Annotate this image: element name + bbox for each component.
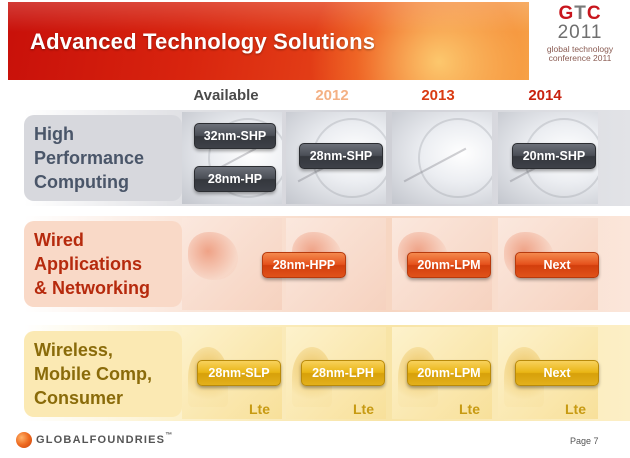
lte-logo-icon: Lte [249,401,270,417]
chip-next-wireless: Next [515,360,599,386]
gtc-logo-icon: GTC 2011 global technology conference 20… [534,4,626,80]
chip-20nm-lpm-wireless: 20nm-LPM [407,360,491,386]
column-header-2012: 2012 [315,87,349,104]
chip-20nm-shp: 20nm-SHP [512,143,596,169]
lte-logo-icon: Lte [565,401,586,417]
title-banner: Advanced Technology Solutions [8,2,529,80]
chip-28nm-shp: 28nm-SHP [299,143,383,169]
chip-20nm-lpm-wired: 20nm-LPM [407,252,491,278]
chip-32nm-shp: 32nm-SHP [194,123,276,149]
chip-28nm-lph: 28nm-LPH [301,360,385,386]
column-header-2013: 2013 [421,87,455,104]
slide-header: Advanced Technology Solutions GTC 2011 g… [0,0,630,82]
lte-logo-icon: Lte [353,401,374,417]
row-label-wired: Wired Applications & Networking [24,221,182,307]
gtc-subtitle-line2: conference 2011 [548,53,612,63]
chip-28nm-slp: 28nm-SLP [197,360,281,386]
chip-next-wired: Next [515,252,599,278]
lte-logo-icon: Lte [459,401,480,417]
speedometer-icon [418,118,492,198]
network-cable-icon [188,232,238,280]
globalfoundries-sphere-icon [16,432,32,448]
company-name: GLOBALFOUNDRIES [36,434,166,446]
gtc-letters: GTC [558,3,602,24]
row-label-wireless: Wireless, Mobile Comp, Consumer [24,331,182,417]
hpc-cell-2013 [392,112,492,204]
column-header-2014: 2014 [528,87,562,104]
column-header-available: Available [193,87,259,104]
chip-28nm-hp: 28nm-HP [194,166,276,192]
gtc-subtitle-line1: global technology [546,44,614,54]
speedometer-icon [208,118,282,198]
globalfoundries-logo-icon: GLOBALFOUNDRIES ™ [16,432,172,448]
chip-28nm-hpp: 28nm-HPP [262,252,346,278]
trademark-mark: ™ [165,432,173,439]
row-label-hpc: High Performance Computing [24,115,182,201]
page-number: Page 7 [570,436,599,446]
slide-title: Advanced Technology Solutions [30,29,376,54]
gtc-year: 2011 [557,22,603,43]
